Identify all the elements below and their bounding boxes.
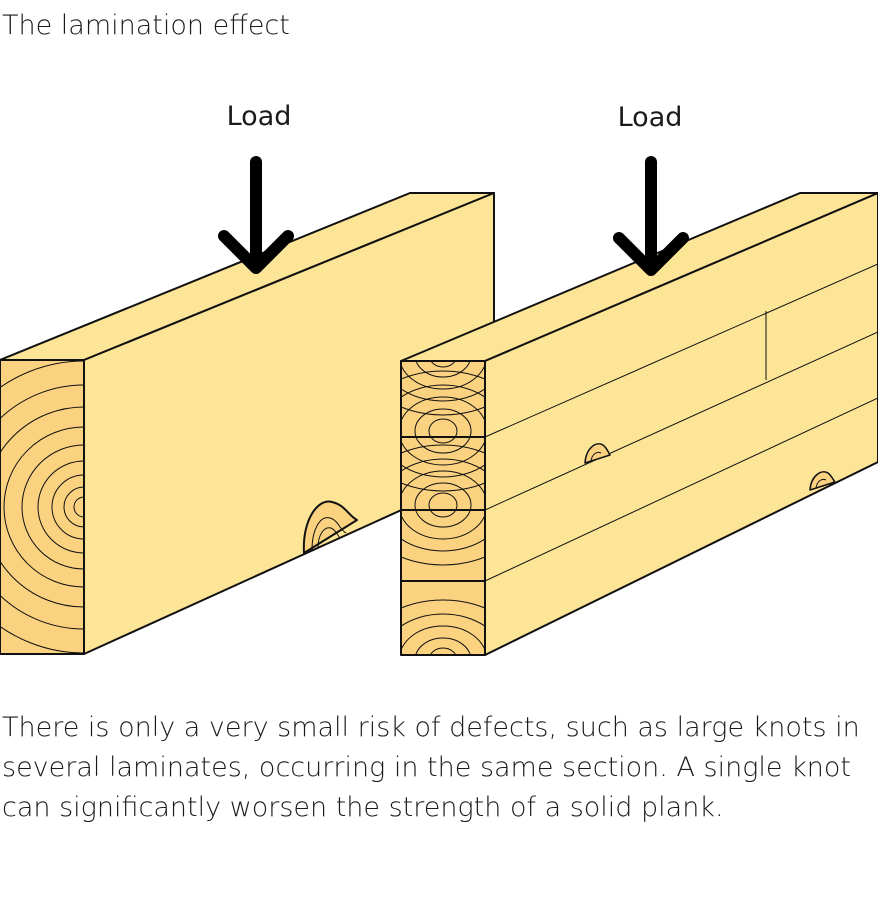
load-label-left: Load [227,101,292,132]
glulam-beam [400,192,878,656]
load-label-right: Load [618,102,683,133]
knot-icon [302,500,358,554]
diagram-title: The lamination effect [2,10,290,41]
solid-beam-end-face [0,359,85,655]
load-arrow-left [218,156,294,274]
knot-icon [584,443,611,464]
caption-text: There is only a very small risk of defec… [2,712,860,823]
load-arrow-right [613,156,689,276]
solid-beam [0,192,495,655]
knot-icon [809,471,836,491]
